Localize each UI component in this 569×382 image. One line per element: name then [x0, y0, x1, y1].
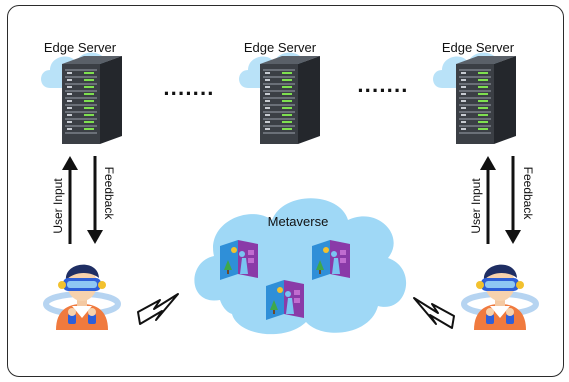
- server-rack-icon: [456, 56, 516, 144]
- virtual-screen-icon: [266, 280, 304, 320]
- server-label: Edge Server: [442, 40, 515, 55]
- edge-server-middle: Edge Server: [239, 40, 320, 144]
- user-input-label: User Input: [469, 178, 483, 234]
- feedback-label: Feedback: [521, 167, 535, 221]
- left-downlink: Feedback: [87, 156, 116, 244]
- server-rack-icon: [62, 56, 122, 144]
- user-input-label: User Input: [51, 178, 65, 234]
- server-rack-icon: [260, 56, 320, 144]
- separator-dots: ·······: [163, 81, 214, 106]
- cloud-icon: [194, 198, 407, 335]
- left-uplink: User Input: [51, 156, 78, 244]
- vr-user-icon: [464, 265, 536, 330]
- vr-user-icon: [46, 265, 118, 330]
- metaverse-label: Metaverse: [268, 214, 329, 229]
- metaverse-cloud: Metaverse: [194, 198, 407, 335]
- virtual-screen-icon: [312, 240, 350, 280]
- edge-server-left: Edge Server: [41, 40, 122, 144]
- right-uplink: User Input: [469, 156, 496, 244]
- feedback-label: Feedback: [102, 167, 116, 221]
- right-downlink: Feedback: [505, 156, 535, 244]
- server-label: Edge Server: [44, 40, 117, 55]
- edge-server-right: Edge Server: [433, 40, 516, 144]
- lightning-bolt-icon: [413, 297, 455, 329]
- diagram-frame: [7, 5, 564, 377]
- lightning-bolt-icon: [137, 293, 179, 325]
- separator-dots: ·······: [357, 78, 408, 103]
- server-label: Edge Server: [244, 40, 317, 55]
- virtual-screen-icon: [220, 240, 258, 280]
